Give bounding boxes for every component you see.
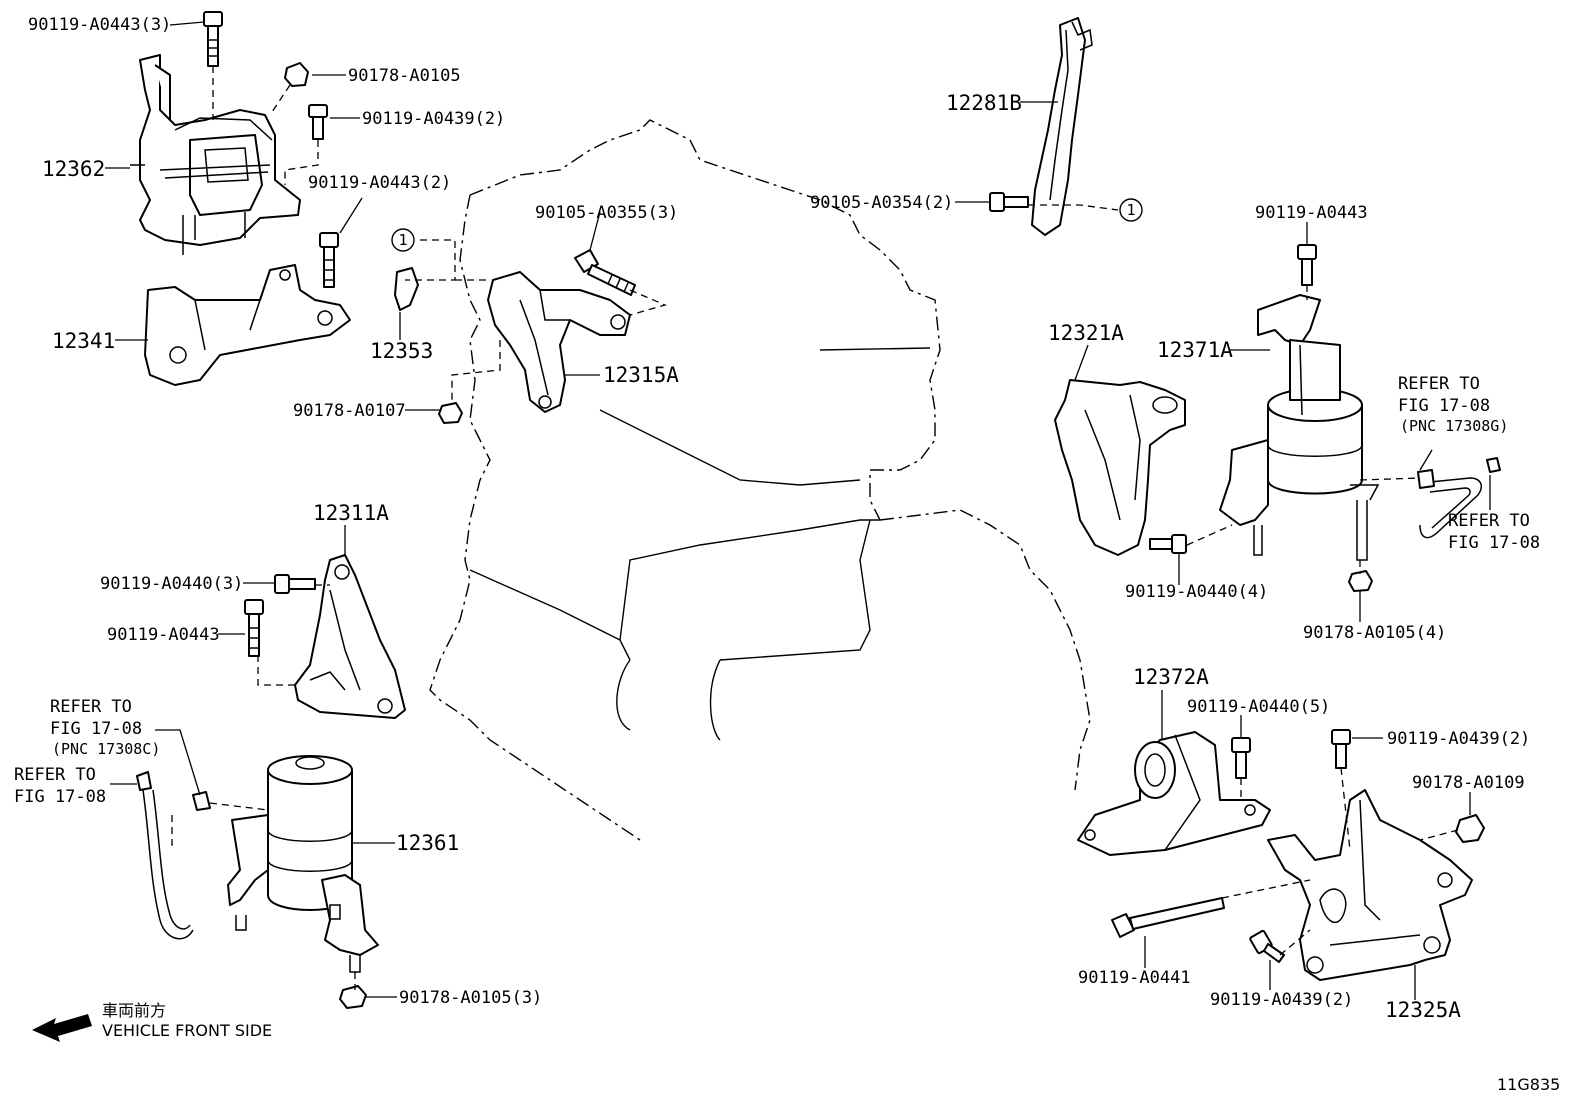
leader-lines xyxy=(105,21,1491,1000)
part-label: 12361 xyxy=(396,831,459,855)
ref-marker-1: 1 xyxy=(1119,198,1143,222)
fastener-label: 90119-A0439(2) xyxy=(1387,729,1530,749)
part-label: 12371A xyxy=(1157,338,1233,362)
part-label: 12321A xyxy=(1048,321,1124,345)
fastener-label: 90119-A0443 xyxy=(1255,203,1368,223)
nut-icon xyxy=(339,985,367,1009)
mount-12372A xyxy=(1077,731,1271,856)
mount-12371A xyxy=(1219,294,1380,561)
fastener-label: 90119-A0439(2) xyxy=(362,109,505,129)
part-label: 12372A xyxy=(1133,665,1209,689)
bolt-icon xyxy=(1331,729,1351,769)
refer-text: REFER TO xyxy=(1448,511,1530,531)
dashed-connectors xyxy=(171,66,1459,990)
bolt-icon xyxy=(1249,929,1285,963)
bolt-icon xyxy=(1111,897,1225,938)
engine-outline xyxy=(429,119,1091,841)
vehicle-front-arrow-icon xyxy=(32,1014,92,1042)
fastener-label: 90178-A0105(3) xyxy=(399,988,542,1008)
refer-text: REFER TO xyxy=(1398,374,1480,394)
part-label: 12281B xyxy=(946,91,1022,115)
bracket-12315A xyxy=(487,271,631,413)
fastener-label: 90119-A0440(5) xyxy=(1187,697,1330,717)
bracket-12281B xyxy=(1031,17,1093,236)
refer-text: (PNC 17308C) xyxy=(52,740,160,758)
part-label: 12315A xyxy=(603,363,679,387)
bolt-icon xyxy=(1149,534,1187,554)
bolt-icon xyxy=(1231,737,1251,779)
fastener-label: 90105-A0354(2) xyxy=(810,193,953,213)
bolt-icon xyxy=(274,574,316,594)
fastener-label: 90119-A0443(2) xyxy=(308,173,451,193)
bracket-12311A xyxy=(294,554,406,719)
fastener-label: 90178-A0105 xyxy=(348,66,461,86)
fastener-label: 90119-A0443(3) xyxy=(28,15,171,35)
fastener-label: 90178-A0105(4) xyxy=(1303,623,1446,643)
bolt-icon xyxy=(308,104,328,140)
fastener-label: 90119-A0439(2) xyxy=(1210,990,1353,1010)
bolt-icon xyxy=(574,249,636,296)
refer-text: FIG 17-08 xyxy=(14,787,106,807)
refer-text: REFER TO xyxy=(50,697,132,717)
refer-text: FIG 17-08 xyxy=(1448,533,1540,553)
mount-12362 xyxy=(130,54,301,255)
part-label: 12362 xyxy=(42,157,105,181)
bolt-icon xyxy=(244,599,264,657)
hose-right xyxy=(1417,457,1501,539)
fastener-label: 90119-A0440(3) xyxy=(100,574,243,594)
hose-left xyxy=(136,771,211,940)
ref-marker-1: 1 xyxy=(391,228,415,252)
labels: 90119-A0443(3) 90178-A0105 90119-A0439(2… xyxy=(14,15,1560,1094)
part-label: 12341 xyxy=(52,329,115,353)
fastener-label: 90105-A0355(3) xyxy=(535,203,678,223)
bracket-12321A xyxy=(1054,379,1186,556)
direction-label-en: VEHICLE FRONT SIDE xyxy=(102,1021,272,1040)
bolt-icon xyxy=(1297,244,1317,286)
refer-text: (PNC 17308G) xyxy=(1400,417,1508,435)
fastener-label: 90119-A0441 xyxy=(1078,968,1191,988)
fastener-label: 90119-A0440(4) xyxy=(1125,582,1268,602)
bolt-icon xyxy=(203,11,223,67)
nut-icon xyxy=(438,402,463,424)
bolt-icon xyxy=(319,232,339,288)
refer-text: FIG 17-08 xyxy=(1398,396,1490,416)
fastener-label: 90178-A0109 xyxy=(1412,773,1525,793)
nut-icon xyxy=(1348,570,1373,592)
part-12353 xyxy=(394,267,419,311)
refer-text: FIG 17-08 xyxy=(50,719,142,739)
svg-text:1: 1 xyxy=(1126,201,1135,219)
part-label: 12325A xyxy=(1385,998,1461,1022)
part-label: 12353 xyxy=(370,339,433,363)
fastener-label: 90119-A0443 xyxy=(107,625,220,645)
figure-code: 11G835 xyxy=(1497,1075,1560,1094)
bracket-12341 xyxy=(144,264,351,386)
direction-label-jp: 車両前方 xyxy=(102,1001,166,1020)
refer-text: REFER TO xyxy=(14,765,96,785)
mount-12325A xyxy=(1267,789,1473,981)
bolts xyxy=(203,11,1485,1009)
mount-12361 xyxy=(227,755,379,973)
svg-text:1: 1 xyxy=(398,231,407,249)
fastener-label: 90178-A0107 xyxy=(293,401,406,421)
bolt-icon xyxy=(989,192,1029,212)
nut-icon xyxy=(284,62,309,87)
nut-icon xyxy=(1455,814,1485,843)
part-label: 12311A xyxy=(313,501,389,525)
